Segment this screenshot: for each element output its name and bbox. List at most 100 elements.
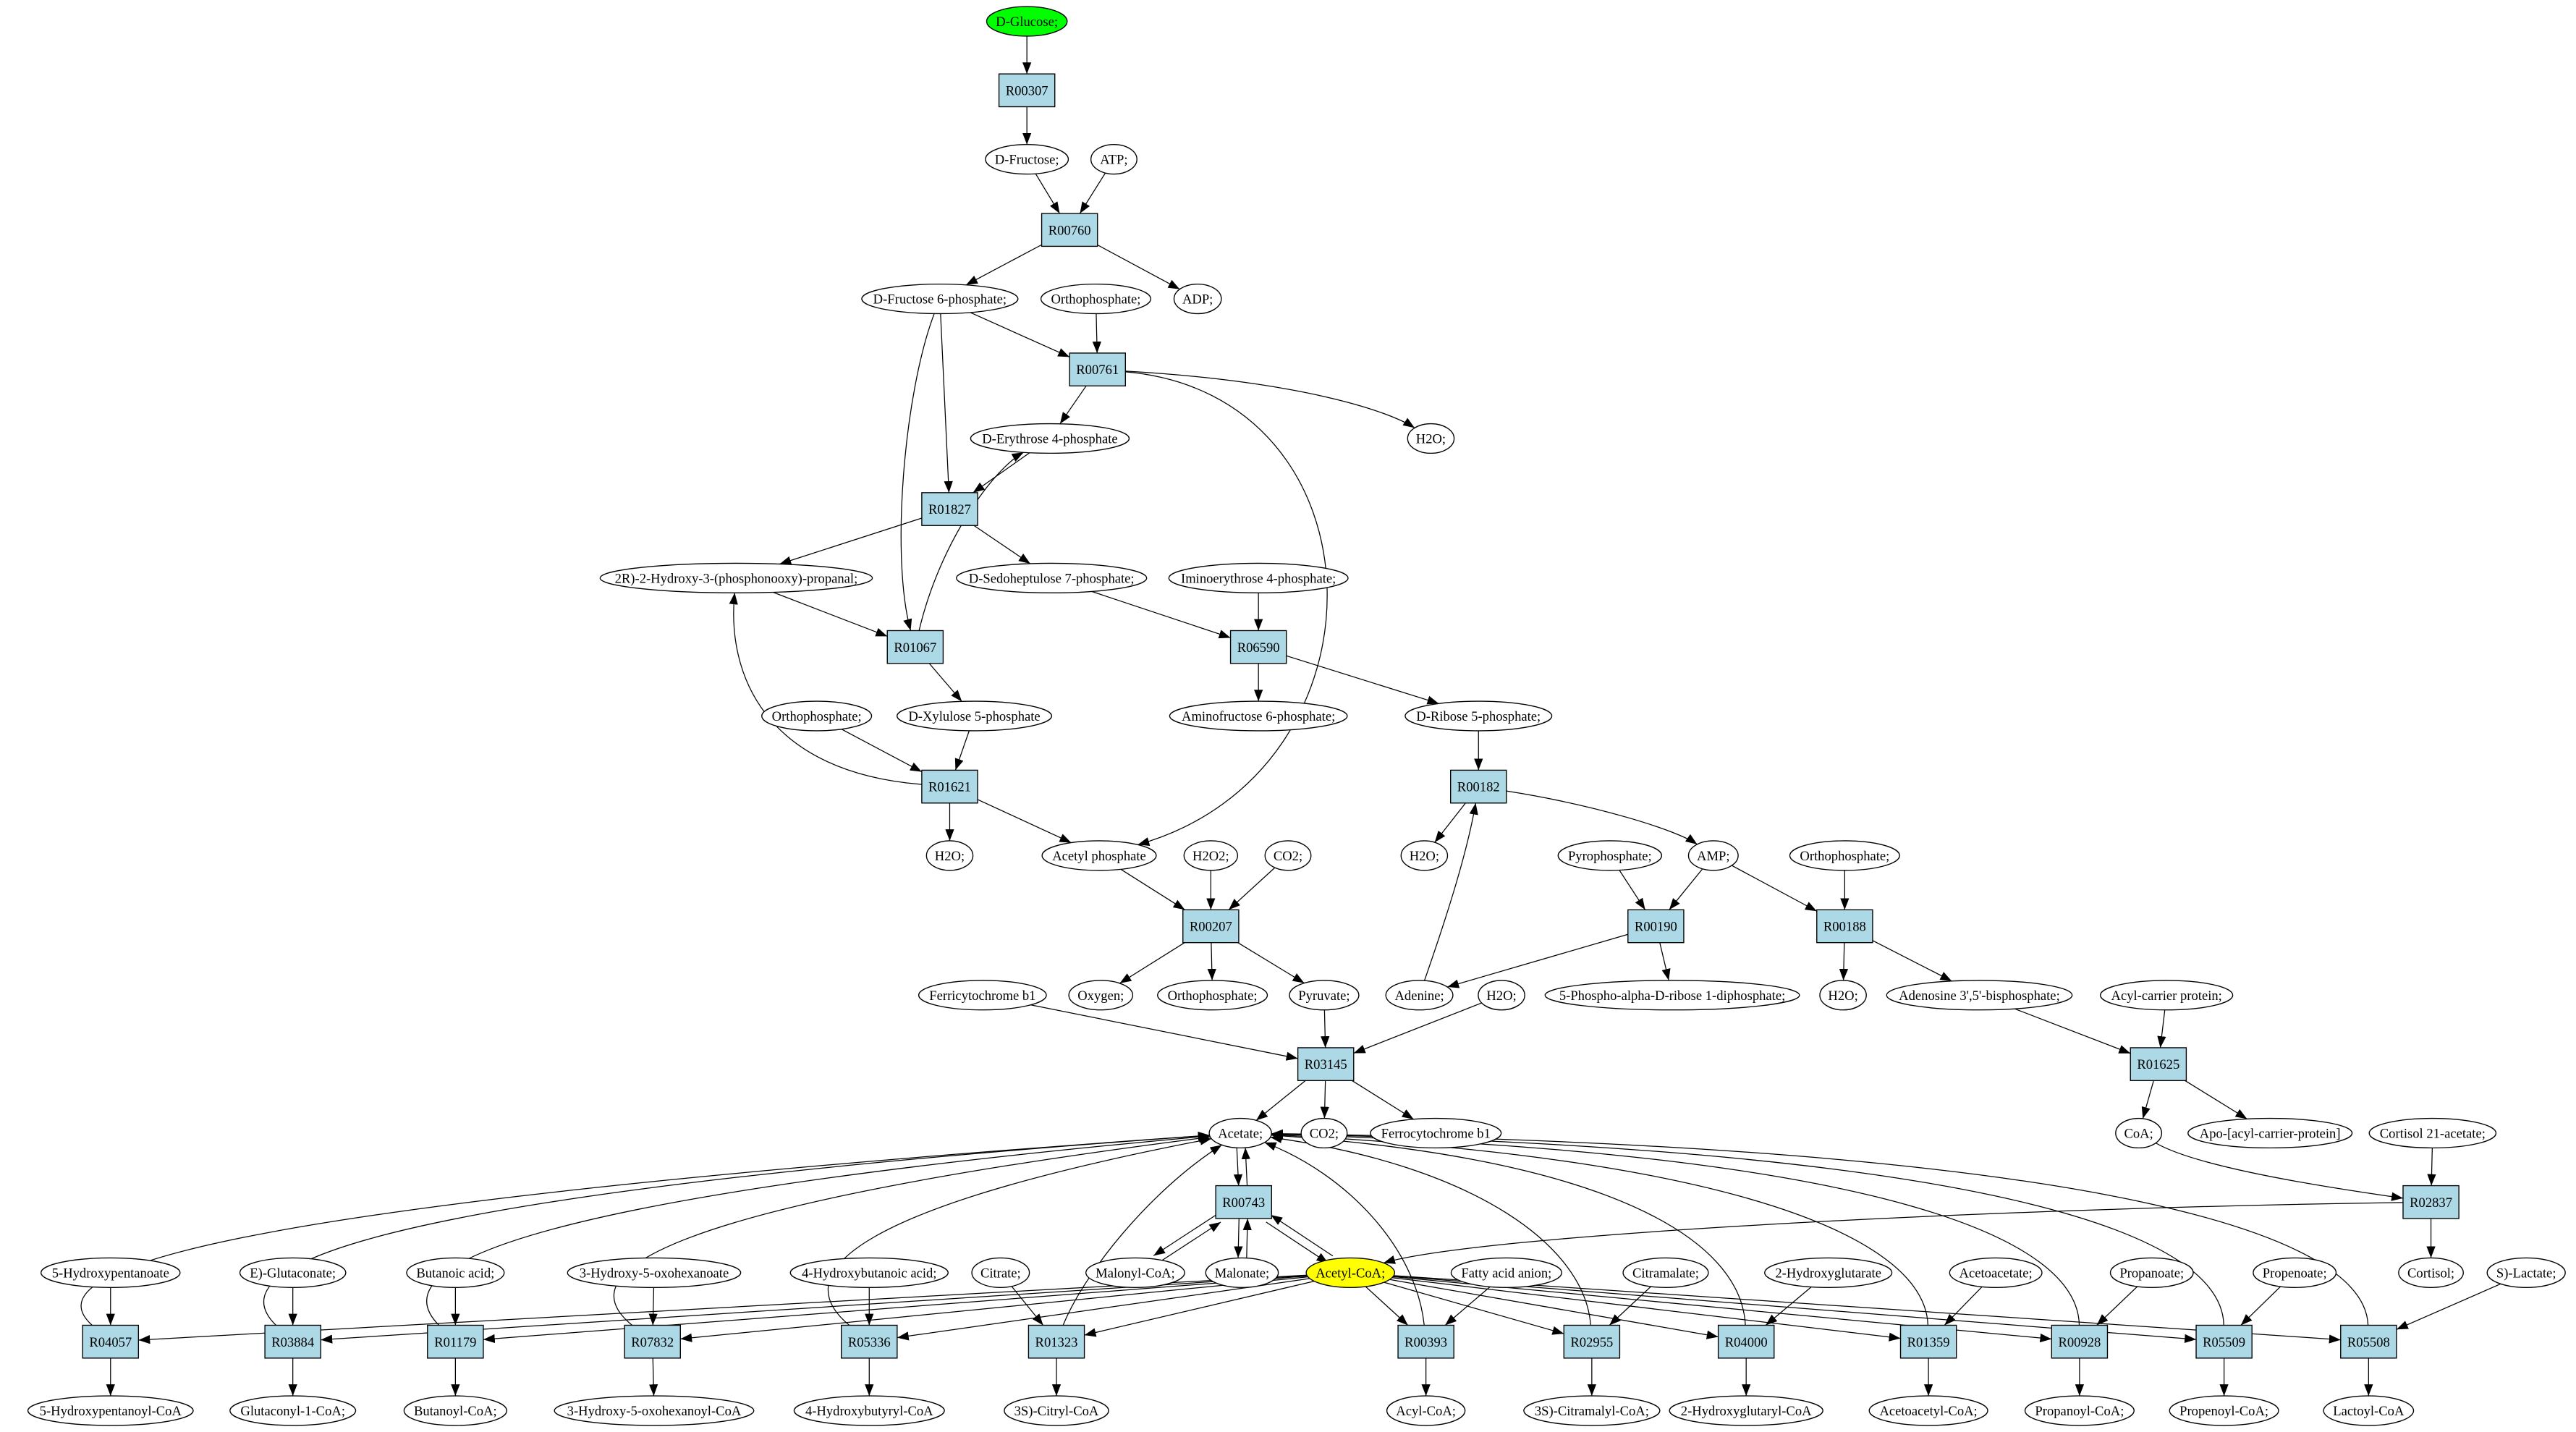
reaction-node: R00760 bbox=[1041, 213, 1098, 247]
edge-arrow bbox=[1271, 1130, 2080, 1326]
compound-ellipse bbox=[1622, 1257, 1709, 1288]
edge-arrow bbox=[1241, 1148, 1250, 1186]
node-label: H2O; bbox=[1410, 849, 1439, 864]
edge-arrow bbox=[729, 593, 922, 785]
edge-arrow bbox=[483, 1275, 1308, 1344]
reaction-node: R01067 bbox=[886, 630, 944, 664]
compound-ellipse bbox=[1819, 980, 1867, 1011]
edge-arrow bbox=[1207, 942, 1216, 980]
compound-node: Orthophosphate; bbox=[761, 700, 873, 732]
node-label: R01621 bbox=[928, 780, 971, 795]
node-label: Acyl-carrier protein; bbox=[2111, 988, 2222, 1004]
edge-arrow bbox=[2141, 1080, 2154, 1119]
compound-node: 2-Hydroxyglutaryl-CoA bbox=[1669, 1395, 1823, 1426]
compound-ellipse bbox=[1949, 1257, 2043, 1288]
node-label: Acetate; bbox=[1218, 1127, 1263, 1142]
node-label: R01323 bbox=[1035, 1335, 1078, 1350]
compound-node: Iminoerythrose 4-phosphate; bbox=[1168, 562, 1349, 593]
compound-node: Propenoyl-CoA; bbox=[2169, 1395, 2279, 1426]
reaction-node: R00761 bbox=[1069, 352, 1127, 387]
compound-ellipse bbox=[1157, 980, 1268, 1011]
compound-ellipse bbox=[1289, 980, 1360, 1011]
edge-arrow bbox=[1394, 1275, 2341, 1344]
node-label: Glutaconyl-1-CoA; bbox=[240, 1404, 345, 1419]
node-label: Oxygen; bbox=[1077, 988, 1124, 1004]
compound-ellipse bbox=[239, 1257, 347, 1288]
edge-arrow bbox=[954, 730, 970, 771]
node-label: R05508 bbox=[2347, 1335, 2390, 1350]
edge-arrow bbox=[1872, 940, 1952, 982]
edge-arrow bbox=[1353, 1002, 1482, 1054]
compound-ellipse bbox=[1183, 840, 1239, 871]
edge-arrow bbox=[1091, 590, 1231, 639]
edge-arrow bbox=[1097, 244, 1180, 290]
node-label: Orthophosphate; bbox=[1800, 849, 1889, 864]
node-label: R03884 bbox=[271, 1335, 314, 1350]
node-label: R00207 bbox=[1190, 920, 1232, 935]
compound-ellipse bbox=[2368, 1117, 2497, 1149]
compound-node: H2O; bbox=[1400, 840, 1449, 871]
compound-node: Propenoate; bbox=[2253, 1257, 2337, 1288]
edge-arrow bbox=[1619, 870, 1646, 910]
reaction-box bbox=[2051, 1324, 2109, 1359]
compound-node: 5-Phospho-alpha-D-ribose 1-diphosphate; bbox=[1544, 980, 1800, 1011]
compound-node: Acetoacetate; bbox=[1949, 1257, 2043, 1288]
edge-arrow bbox=[965, 244, 1042, 286]
compound-node: Citrate; bbox=[971, 1257, 1030, 1288]
reaction-box bbox=[427, 1324, 484, 1359]
node-label: Acyl-CoA; bbox=[1396, 1404, 1456, 1419]
compound-ellipse bbox=[1868, 1395, 1988, 1426]
edge-arrow bbox=[773, 591, 888, 637]
node-label: R05336 bbox=[848, 1335, 891, 1350]
compound-ellipse bbox=[1404, 700, 1553, 732]
node-label: 4-Hydroxybutanoic acid; bbox=[802, 1266, 936, 1281]
edge-arrow bbox=[1271, 1129, 2369, 1326]
compound-node: Cortisol; bbox=[2398, 1257, 2464, 1288]
reaction-node: R04057 bbox=[82, 1324, 140, 1359]
compound-node: Acetoacetyl-CoA; bbox=[1868, 1395, 1988, 1426]
reaction-box bbox=[1069, 352, 1127, 387]
compound-ellipse bbox=[1523, 1395, 1661, 1426]
edge-arrow bbox=[1234, 1218, 1243, 1258]
node-label: R01179 bbox=[434, 1335, 476, 1350]
compound-ellipse bbox=[567, 1257, 742, 1288]
edge-arrow bbox=[1059, 385, 1087, 425]
node-label: R02837 bbox=[2410, 1195, 2452, 1211]
compound-node: H2O; bbox=[1819, 980, 1867, 1011]
node-label: 2-Hydroxyglutarate bbox=[1775, 1266, 1881, 1281]
node-label: Butanoic acid; bbox=[416, 1266, 494, 1281]
node-label: Acetoacetyl-CoA; bbox=[1879, 1404, 1977, 1419]
compound-ellipse bbox=[789, 1257, 949, 1288]
node-label: R00928 bbox=[2058, 1335, 2101, 1350]
edge-arrow bbox=[1062, 1144, 1222, 1326]
compound-ellipse bbox=[918, 980, 1047, 1011]
node-label: Malonate; bbox=[1215, 1266, 1269, 1281]
node-label: Propanoate; bbox=[2119, 1266, 2184, 1281]
edge-arrow bbox=[1011, 1286, 1044, 1326]
reaction-box bbox=[1397, 1324, 1454, 1359]
edge-arrow bbox=[973, 452, 1030, 493]
compound-node: 2R)-2-Hydroxy-3-(phosphonooxy)-propanal; bbox=[599, 562, 873, 593]
edge-arrow bbox=[1237, 942, 1305, 984]
compound-ellipse bbox=[1450, 1257, 1562, 1288]
edge-arrow bbox=[1266, 1221, 1329, 1264]
compound-ellipse bbox=[2187, 1117, 2353, 1149]
node-label: Citramalate; bbox=[1632, 1266, 1699, 1281]
edge-arrow bbox=[1079, 172, 1106, 214]
compound-node: H2O; bbox=[1407, 423, 1455, 454]
reaction-node: R01359 bbox=[1899, 1324, 1957, 1359]
node-label: R00393 bbox=[1404, 1335, 1447, 1350]
edge-arrow bbox=[2155, 1143, 2404, 1201]
compound-ellipse bbox=[1205, 1257, 1279, 1288]
compound-node: Orthophosphate; bbox=[1157, 980, 1268, 1011]
edge-arrow bbox=[1119, 942, 1185, 984]
edge-arrow bbox=[2427, 1148, 2436, 1186]
reaction-node: R02837 bbox=[2402, 1185, 2460, 1219]
reaction-box bbox=[921, 769, 978, 804]
compound-node: H2O; bbox=[925, 840, 974, 871]
reaction-box bbox=[2195, 1324, 2253, 1359]
compound-ellipse bbox=[1305, 1257, 1396, 1288]
compound-ellipse bbox=[1041, 840, 1157, 871]
node-label: 3S)-Citryl-CoA bbox=[1014, 1404, 1099, 1419]
compound-node: E)-Glutaconate; bbox=[239, 1257, 347, 1288]
